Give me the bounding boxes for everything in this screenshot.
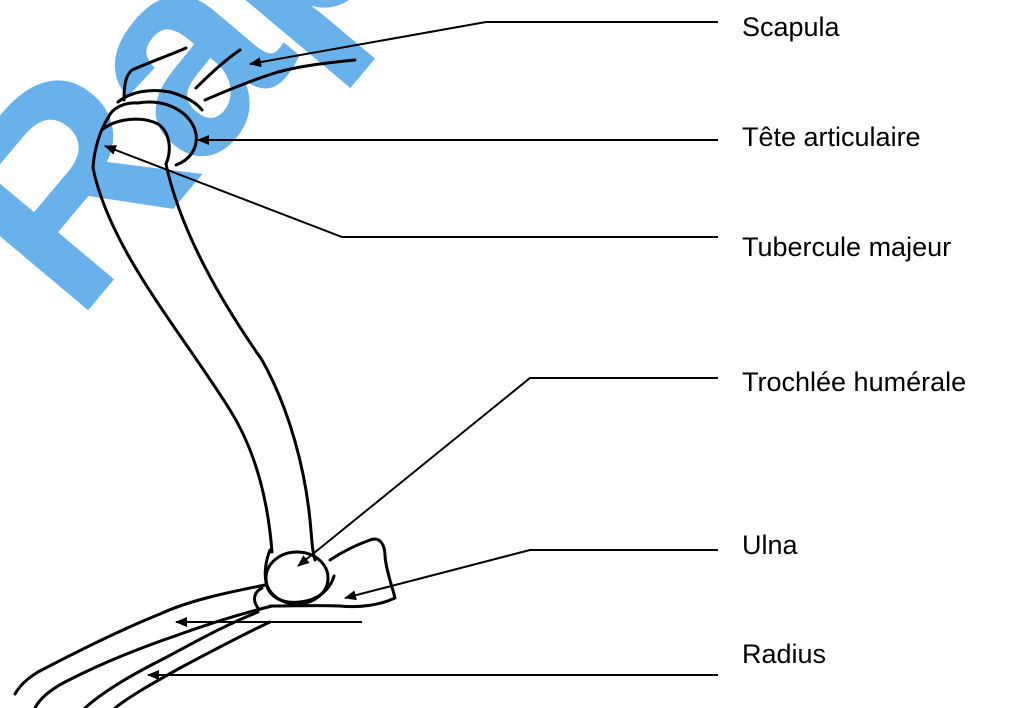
elbow-shape <box>255 539 395 608</box>
forearm-shape <box>15 585 272 708</box>
leader-tubercule-majeur <box>105 146 718 237</box>
label-radius: Radius <box>742 641 826 668</box>
label-tubercule-majeur: Tubercule majeur <box>742 234 951 261</box>
leader-trochlee-humerale <box>298 378 718 566</box>
label-tete-articulaire: Tête articulaire <box>742 124 921 151</box>
leader-lines <box>105 22 718 675</box>
leader-ulna <box>345 550 718 598</box>
humerus-shape <box>93 102 315 582</box>
label-ulna: Ulna <box>742 532 798 559</box>
label-scapula: Scapula <box>742 14 840 41</box>
leader-scapula <box>250 22 718 64</box>
label-trochlee-humerale: Trochlée humérale <box>742 369 966 396</box>
